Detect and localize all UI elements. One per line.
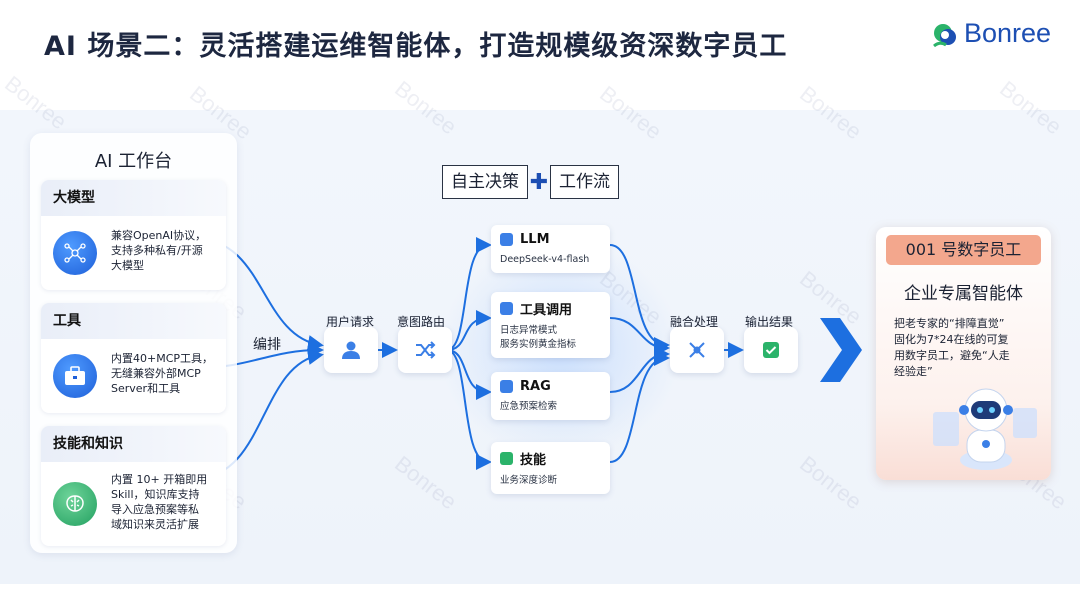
- intent-routing-label: 意图路由: [397, 315, 446, 329]
- brain-icon: [53, 482, 97, 526]
- card-desc-line: 支持多种私有/开源: [111, 244, 203, 257]
- module-name: 工具调用: [520, 303, 573, 318]
- module-desc-line: 业务深度诊断: [500, 475, 558, 486]
- bonree-logo-text: Bonree: [964, 18, 1052, 48]
- bonree-logo: Bonree: [930, 16, 1070, 56]
- shuffle-icon: [416, 341, 436, 359]
- card-desc-line: Skill，知识库支持: [111, 488, 200, 501]
- module-card-llm: LLM DeepSeek-v4-flash: [491, 225, 610, 273]
- card-desc-line: 内置 10+ 开箱即用: [111, 473, 208, 486]
- decision-mode-group: 自主决策 ✚ 工作流: [442, 165, 619, 199]
- chart-icon: [500, 380, 513, 393]
- card-desc-line: 兼容OpenAI协议，: [111, 229, 207, 242]
- connector-routing-llm: [446, 237, 492, 351]
- page-title: AI 场景二：灵活搭建运维智能体，打造规模级资深数字员工: [44, 31, 788, 62]
- gear-icon: [500, 452, 513, 465]
- user-request-node: [324, 327, 378, 373]
- workbench-card-tools: 工具 内置40+MCP工具， 无缝兼容外部MCP Server和工具: [41, 303, 226, 413]
- employee-desc-line: 固化为7*24在线的可复: [894, 333, 1009, 346]
- workbench-card-model: 大模型 兼容OpenAI协议， 支持多种私有/开源 大模型: [41, 180, 226, 290]
- card-desc-line: 无缝兼容外部MCP: [111, 367, 201, 380]
- employee-title: 企业专属智能体: [904, 284, 1023, 304]
- digital-employee-card: 001 号数字员工 企业专属智能体 把老专家的“排障直觉” 固化为7*24在线的…: [876, 227, 1051, 480]
- module-name: RAG: [520, 379, 551, 394]
- workbench-card-skills: 技能和知识 内置 10+ 开箱即用 Skill，知识库支持 导入应急预案等私 域…: [41, 426, 226, 546]
- user-icon: [342, 341, 360, 359]
- bonree-logo-mark-icon: [933, 24, 956, 48]
- employee-desc-line: 用数字员工，避免“人走: [894, 349, 1010, 362]
- workflow-box: 工作流: [550, 165, 619, 199]
- module-card-skill: 技能 业务深度诊断: [491, 442, 610, 494]
- card-desc-line: 域知识来灵活扩展: [111, 518, 199, 531]
- module-desc-line: 日志异常模式: [500, 325, 558, 336]
- output-label: 输出结果: [745, 315, 794, 329]
- wrench-icon: [500, 302, 513, 315]
- card-heading: 工具: [41, 303, 226, 339]
- module-desc-line: 服务实例黄金指标: [500, 339, 577, 350]
- module-desc-line: DeepSeek-v4-flash: [500, 254, 590, 265]
- fusion-label: 融合处理: [670, 315, 719, 329]
- toolbox-icon: [53, 354, 97, 398]
- plus-icon: ✚: [529, 169, 549, 195]
- card-heading: 技能和知识: [41, 426, 226, 462]
- autonomous-decision-box: 自主决策: [442, 165, 528, 199]
- module-card-rag: RAG 应急预案检索: [491, 372, 610, 420]
- employee-desc-line: 经验走”: [894, 365, 933, 378]
- ai-workbench-panel: AI 工作台 大模型 兼容OpenAI协议， 支持多种私有/开源 大模型 工具 …: [30, 133, 237, 553]
- user-request-label: 用户请求: [326, 315, 375, 329]
- module-card-tools: 工具调用 日志异常模式 服务实例黄金指标: [491, 292, 610, 358]
- orchestrate-label: 编排: [253, 337, 281, 353]
- check-icon: [763, 342, 779, 358]
- card-desc-line: 大模型: [111, 259, 144, 272]
- card-desc-line: Server和工具: [111, 382, 181, 395]
- card-heading: 大模型: [41, 180, 226, 216]
- employee-desc-line: 把老专家的“排障直觉”: [894, 317, 1005, 330]
- robot-icon: [933, 388, 1037, 470]
- connector-routing-skill: [446, 349, 492, 470]
- employee-badge: 001 号数字员工: [886, 235, 1041, 265]
- cube-icon: [500, 233, 513, 246]
- merge-icon: [689, 342, 705, 358]
- connector-skill-fusion: [609, 350, 670, 463]
- neural-network-icon: [53, 231, 97, 275]
- module-name: 技能: [520, 453, 547, 468]
- connector-routing-rag: [446, 349, 492, 400]
- module-desc-line: 应急预案检索: [500, 401, 558, 412]
- card-desc-line: 导入应急预案等私: [111, 503, 199, 516]
- intent-routing-node: [398, 327, 452, 373]
- module-name: LLM: [520, 232, 550, 247]
- card-desc-line: 内置40+MCP工具，: [111, 352, 214, 365]
- output-node: [744, 327, 798, 373]
- workbench-title: AI 工作台: [94, 151, 173, 172]
- connector-routing-tools: [446, 310, 492, 351]
- fusion-node: [670, 327, 724, 373]
- big-chevron-arrow-icon: [820, 318, 862, 382]
